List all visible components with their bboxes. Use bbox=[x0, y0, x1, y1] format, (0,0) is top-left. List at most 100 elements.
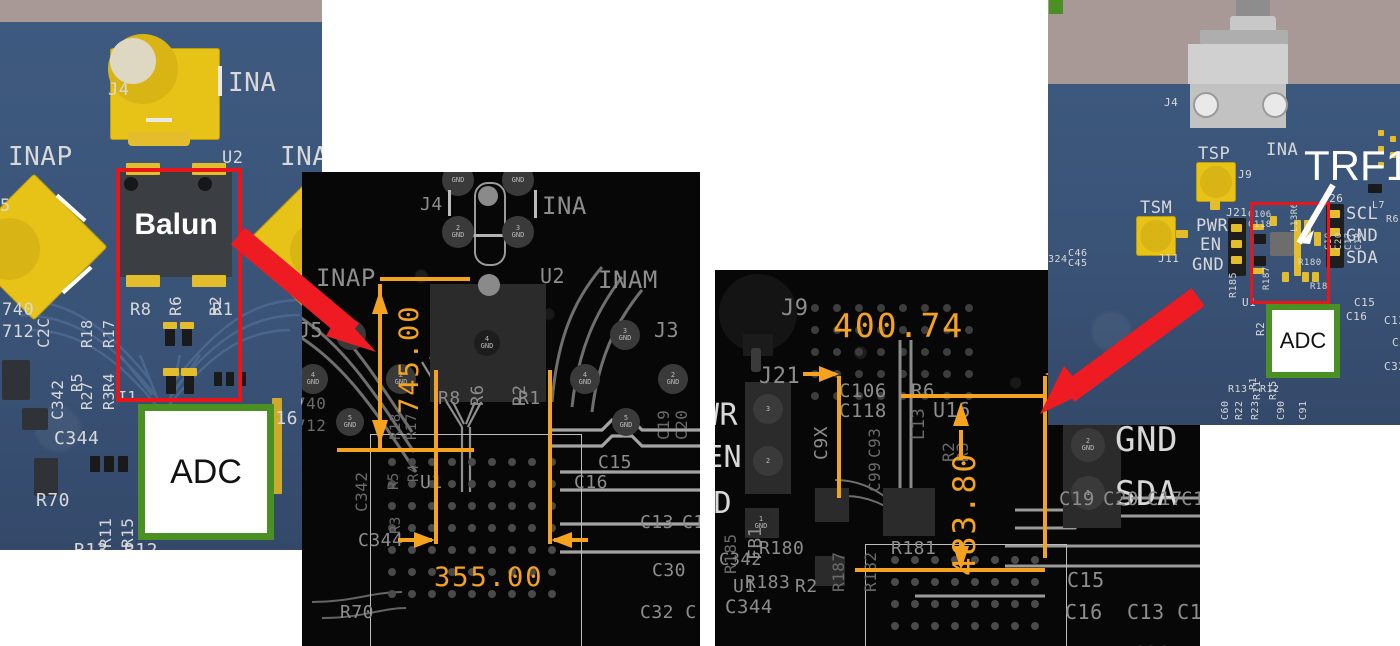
smt-r1 bbox=[184, 372, 194, 394]
dimension-vertical-483: 483.80 bbox=[947, 452, 983, 576]
sma-flange-right bbox=[1200, 30, 1288, 44]
pad-r6 bbox=[163, 322, 177, 329]
balun-package-u2: Balun bbox=[120, 172, 232, 277]
pad-r1 bbox=[181, 368, 197, 376]
cluster-pad-b bbox=[1250, 268, 1264, 274]
trf1208-package bbox=[1270, 232, 1294, 256]
evm-board-photo-right: J4 TSP TSM J9 J11 J21 J26 INA PWR EN GND… bbox=[1048, 0, 1400, 425]
sma-cable-right bbox=[1236, 0, 1270, 20]
u2-pad-bot-left bbox=[126, 275, 160, 287]
adc-label-inset: ADC bbox=[1272, 310, 1334, 372]
trf1208-label: TRF1208 bbox=[1304, 142, 1400, 189]
bench-backdrop bbox=[0, 0, 322, 22]
sma-screw-left bbox=[1193, 92, 1219, 118]
j21-pin-b bbox=[1231, 240, 1242, 248]
u16-body bbox=[883, 488, 935, 536]
u2-pad-bot-right bbox=[192, 275, 226, 287]
pad-col-c16 bbox=[272, 398, 282, 494]
smt-row-a bbox=[214, 372, 222, 386]
adc-highlight-box-left: ADC bbox=[138, 404, 274, 540]
j26-pin-c bbox=[1329, 248, 1340, 256]
u2-pin-dot bbox=[198, 177, 212, 191]
sma-tsm-body bbox=[1140, 220, 1172, 252]
u2-pin1-dot bbox=[124, 177, 138, 191]
sma-tsm-tab bbox=[1176, 230, 1188, 238]
sma-tab-j4 bbox=[128, 132, 190, 146]
pad-tab-square bbox=[743, 334, 773, 356]
j21-pin-c bbox=[1231, 256, 1242, 264]
adc-label-left: ADC bbox=[145, 411, 267, 533]
cluster-pad-f bbox=[1270, 216, 1277, 226]
ic-left-small bbox=[2, 360, 30, 400]
silk-m-bar-a bbox=[448, 190, 451, 216]
cluster-pad-i bbox=[1312, 272, 1319, 282]
dimension-horizontal-400: 400.74 bbox=[833, 306, 965, 345]
dimension-vertical-745: 745.00 bbox=[394, 304, 425, 414]
silk-line-j4 bbox=[146, 118, 172, 122]
smt-r6 bbox=[165, 328, 175, 346]
sma-tsp-tab bbox=[1210, 200, 1220, 210]
j4-pad-lower bbox=[478, 274, 500, 296]
balun-label: Balun bbox=[134, 207, 218, 241]
smt-row-b bbox=[226, 372, 234, 386]
sma-screw-right bbox=[1262, 92, 1288, 118]
smt-l7 bbox=[1368, 184, 1382, 193]
balun-highlight-box bbox=[116, 168, 242, 402]
sma-nut-right bbox=[1230, 16, 1276, 32]
pad-center-pin bbox=[751, 348, 761, 372]
cluster-pad-g bbox=[1282, 272, 1289, 282]
adc-highlight-box-inset: ADC bbox=[1266, 304, 1340, 378]
evm-board-photo-left: Balun J4 INA INAP U2 INA 5 740 712 C2C R… bbox=[0, 0, 322, 550]
smt-r2 bbox=[182, 328, 192, 346]
j4-center-pad bbox=[478, 186, 498, 206]
silk-bar-ina bbox=[218, 66, 222, 96]
pad-r8 bbox=[163, 368, 179, 376]
cluster-smt-b bbox=[1254, 256, 1266, 266]
j4-silk-line bbox=[466, 234, 510, 237]
adc-highlight-box-right bbox=[1049, 0, 1063, 14]
u1-footprint-outline-right bbox=[865, 544, 1067, 646]
pad-col-right-c bbox=[1378, 146, 1384, 152]
pad-r2 bbox=[180, 322, 194, 329]
sma-tsp-body bbox=[1200, 166, 1232, 198]
pad-col-right-d bbox=[1390, 152, 1396, 158]
smt-r8 bbox=[166, 372, 176, 394]
pad-col-right-b bbox=[1390, 136, 1396, 142]
cluster-pad-c bbox=[1294, 220, 1301, 276]
via-gnd-j5-4: GND bbox=[336, 320, 366, 350]
smt-c344-a bbox=[90, 456, 100, 472]
j26-pin-a bbox=[1329, 210, 1340, 218]
ic-bottom-left bbox=[34, 458, 58, 496]
smt-c344-b bbox=[104, 456, 114, 472]
dimension-horizontal-355: 355.00 bbox=[434, 562, 544, 593]
smt-block-b bbox=[815, 556, 845, 586]
smt-row-c bbox=[238, 372, 246, 386]
cluster-smt-a bbox=[1254, 234, 1266, 244]
j21-pin2: 2 bbox=[753, 446, 783, 476]
smt-block-a bbox=[815, 488, 849, 522]
smt-c344-c bbox=[118, 456, 128, 472]
j26-pin-b bbox=[1329, 228, 1340, 236]
sma-body-right bbox=[1188, 44, 1288, 84]
u1-footprint-outline bbox=[370, 434, 582, 646]
ic-left-small2 bbox=[22, 408, 48, 430]
j21-pin3: 3 bbox=[753, 394, 783, 424]
j26-pin1: 1 bbox=[1071, 476, 1105, 510]
trf1208-highlight-box bbox=[1250, 202, 1330, 304]
pad-col-right-a bbox=[1378, 130, 1384, 136]
pad-col-right-e bbox=[1378, 162, 1384, 168]
sma-center-pin-j4 bbox=[110, 38, 156, 84]
cluster-pad-h bbox=[1302, 272, 1309, 282]
silk-m-bar-b bbox=[534, 190, 537, 218]
